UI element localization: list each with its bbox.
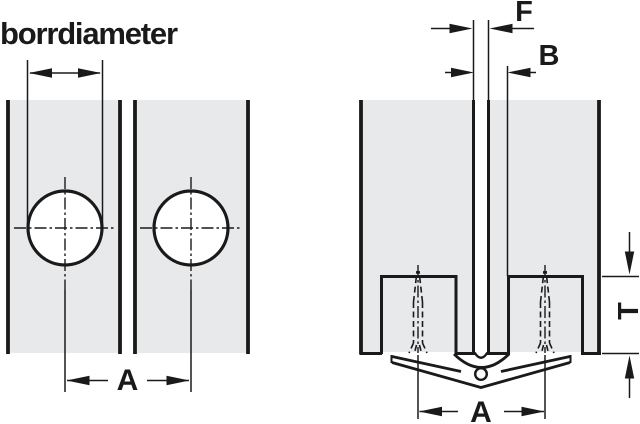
arrowhead-left-icon: [66, 375, 90, 386]
dimension-f: F: [431, 0, 534, 34]
arrowhead-right-icon: [521, 406, 545, 417]
arrowhead-right-icon: [78, 68, 101, 78]
arrowhead-left-icon: [507, 67, 531, 78]
dimension-a-front: A: [66, 364, 190, 397]
hinge-flap: [390, 351, 572, 389]
dim-a-label: A: [470, 396, 492, 424]
hinge-pin-hole: [474, 367, 489, 382]
dimension-a-section: A: [417, 355, 546, 424]
arrowhead-left-icon: [419, 406, 442, 417]
hole-centerlines: [14, 177, 242, 392]
recess-left: [380, 275, 458, 354]
arrowhead-right-icon: [166, 375, 190, 386]
hinge-bend-inner-arc: [473, 351, 489, 359]
front-view: A borrdiameter: [0, 16, 250, 397]
view-title: borrdiameter: [0, 16, 178, 51]
arrowhead-down-icon: [624, 251, 635, 275]
dim-t-label: T: [613, 302, 640, 320]
flap-wing-top-right: [500, 355, 571, 373]
dimension-b: B: [445, 40, 559, 276]
dim-a-label: A: [117, 364, 139, 397]
flap-wing-top-left: [391, 355, 462, 373]
arrowhead-right-icon: [449, 23, 473, 34]
dim-f-label: F: [515, 0, 533, 28]
arrowhead-up-icon: [624, 355, 635, 379]
dimension-drill-diameter: [26, 60, 104, 229]
section-panel-right: [490, 100, 597, 352]
arrowhead-right-icon: [451, 67, 474, 78]
arrowhead-left-icon: [489, 23, 513, 34]
section-view: F B T A: [359, 0, 640, 424]
dim-b-label: B: [539, 40, 560, 72]
hinge-bend-outer-arc: [453, 352, 510, 369]
arrowhead-left-icon: [29, 68, 52, 78]
dimension-t: T: [602, 232, 640, 398]
flap-bottom-v: [391, 361, 571, 389]
